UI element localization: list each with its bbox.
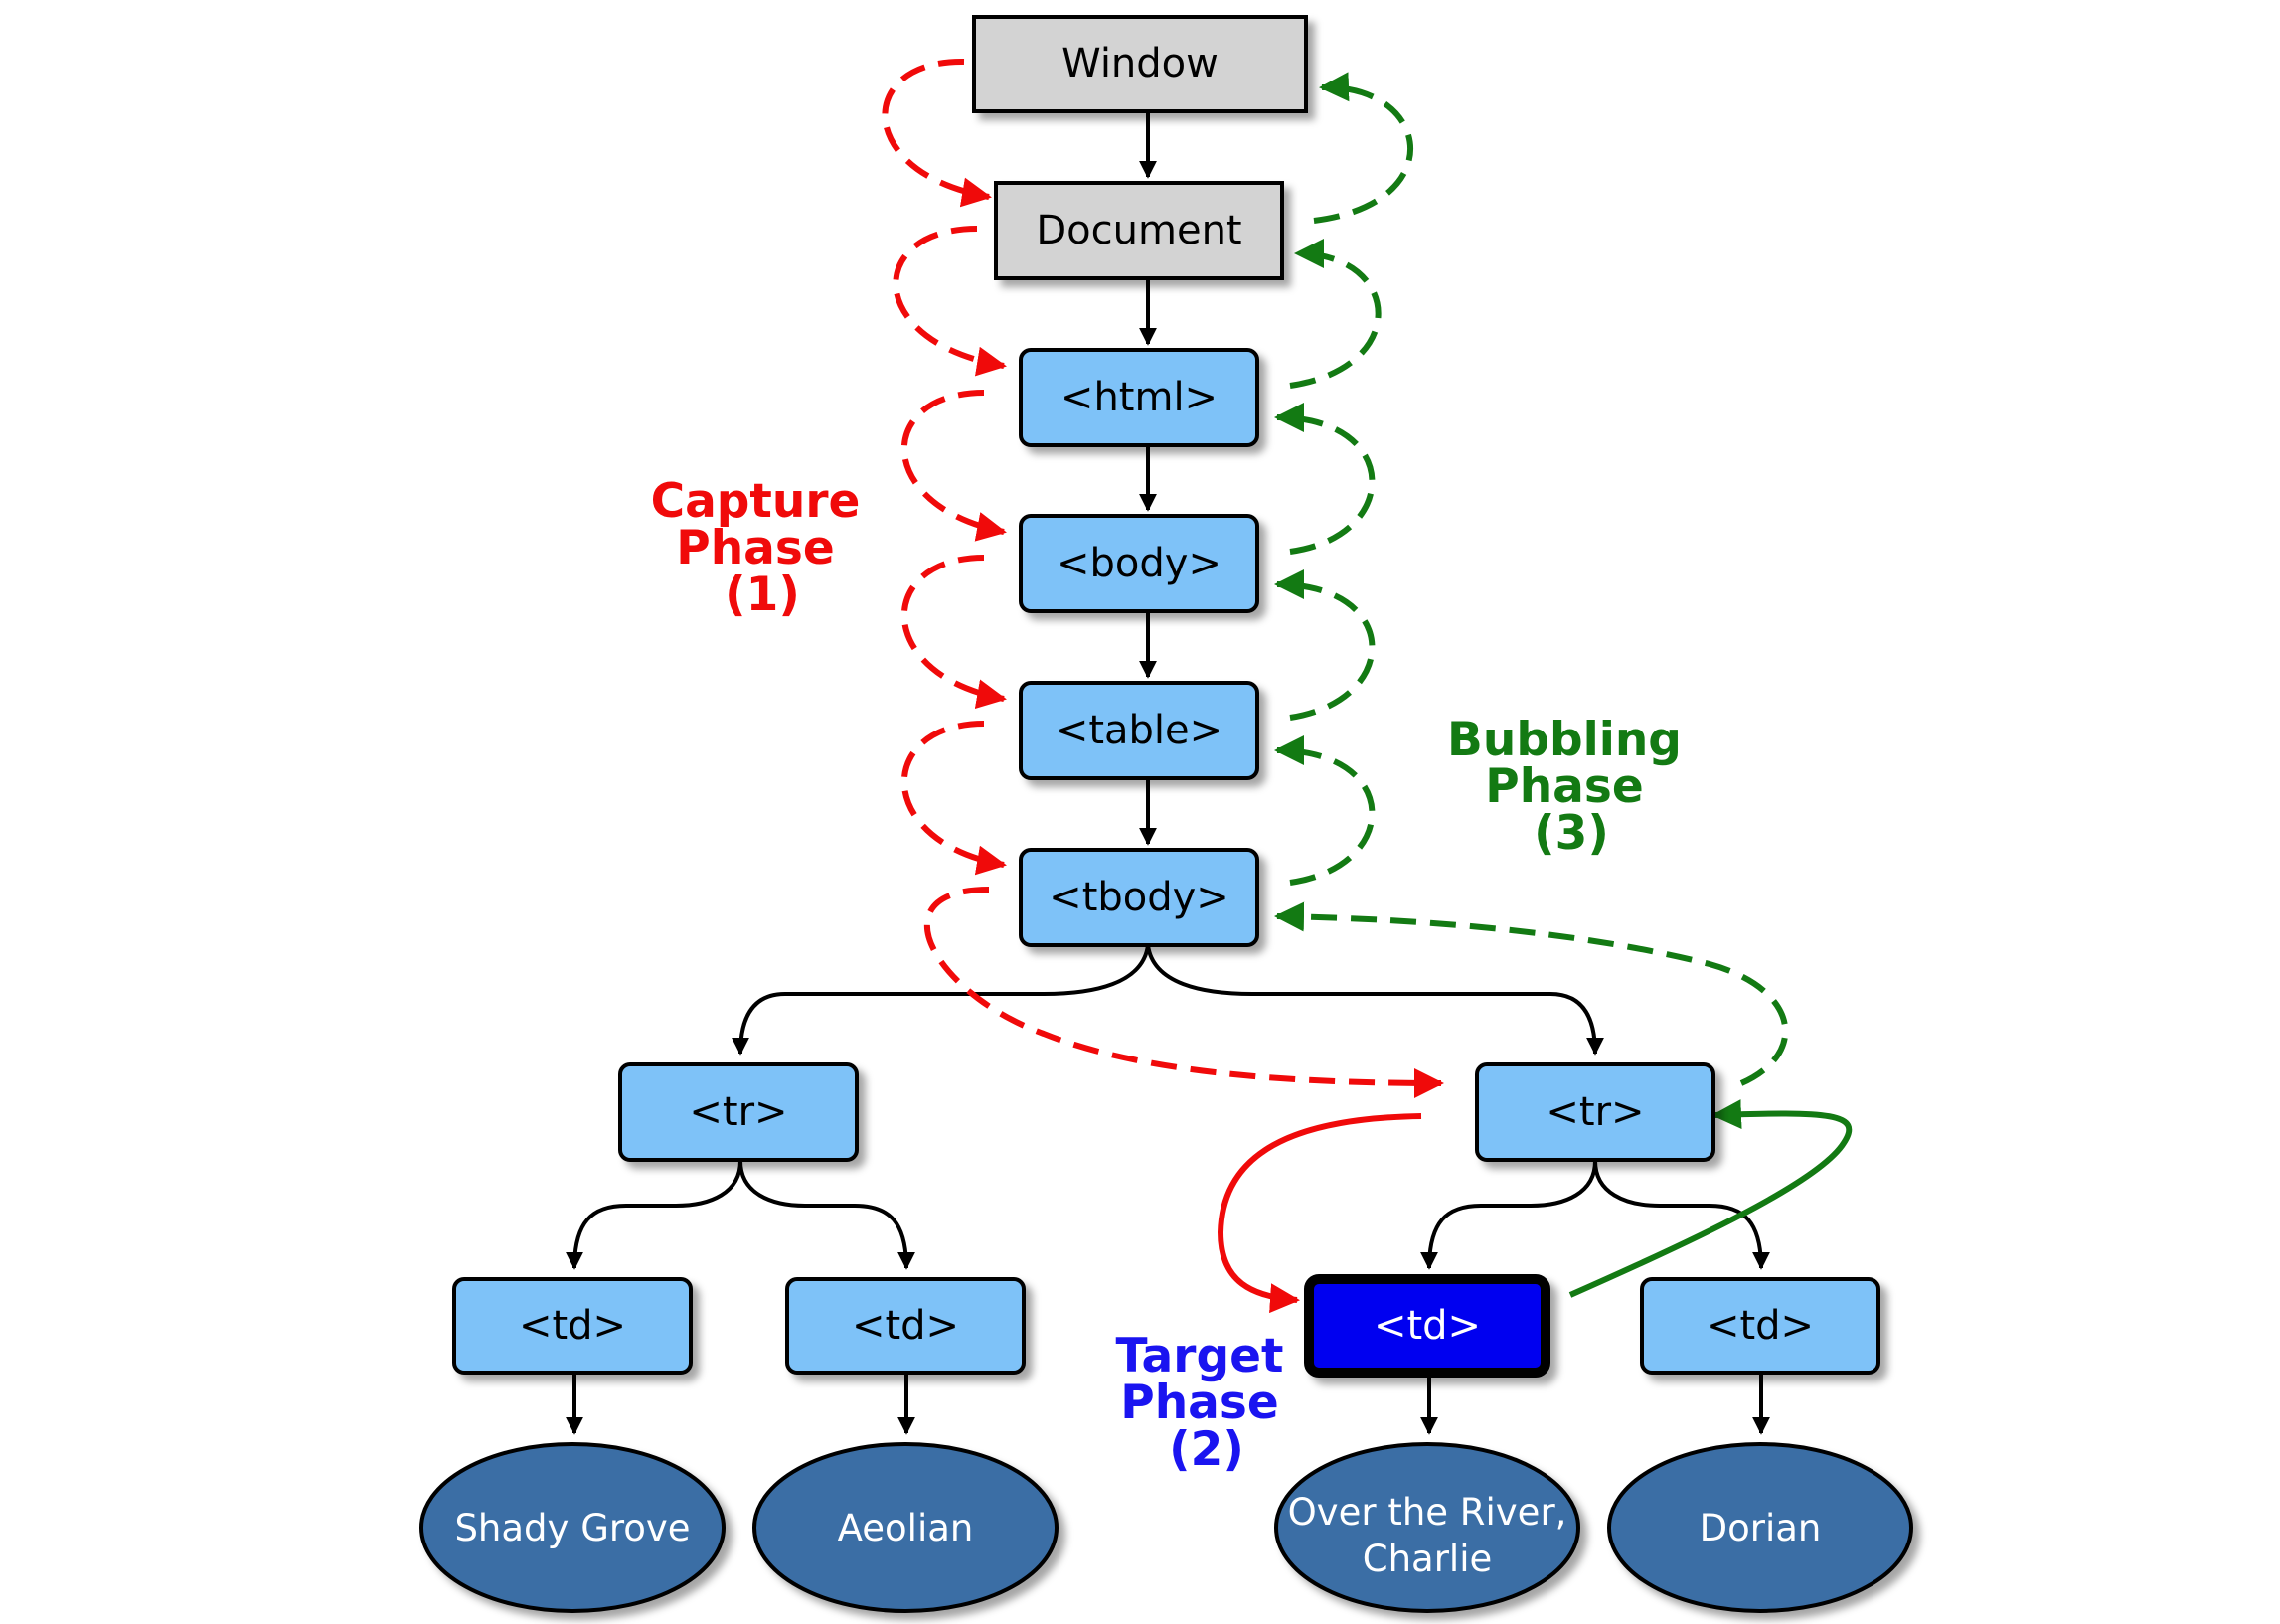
capture-phase-label: Capture Phase (1) <box>651 474 861 622</box>
leaf-2: Aeolian <box>752 1442 1059 1613</box>
bubble-arrow-tbody-table <box>1274 735 1376 886</box>
node-tbody-label: <tbody> <box>1049 875 1229 920</box>
bubbling-phase-label: Bubbling Phase (3) <box>1447 713 1682 861</box>
node-table: <table> <box>1019 681 1259 780</box>
capture-arrow-table-tbody <box>901 721 1007 876</box>
edge-tbody-tr-left <box>732 944 1150 1056</box>
leaf-4-label: Dorian <box>1700 1507 1822 1549</box>
edge-tr-left-td-1 <box>566 1160 742 1270</box>
leaf-1: Shady Grove <box>419 1442 726 1613</box>
node-html-label: <html> <box>1060 375 1218 420</box>
node-body: <body> <box>1019 514 1259 613</box>
capture-arrow-tr-td <box>1217 1113 1422 1314</box>
bubbling-phase-line-2: Phase <box>1485 759 1643 814</box>
target-phase-line-2: Phase <box>1120 1376 1278 1430</box>
capture-arrow-window-document <box>882 58 992 208</box>
bubbling-phase-line-1: Bubbling <box>1447 713 1682 767</box>
bubble-arrow-tr-tbody <box>1274 901 1789 1086</box>
capture-arrow-html-body <box>900 390 1007 542</box>
bubble-arrow-table-body <box>1274 569 1376 721</box>
edge-tr-left-td-2 <box>738 1160 915 1270</box>
bubble-arrow-td-tr <box>1568 1099 1853 1298</box>
node-table-label: <table> <box>1056 708 1222 753</box>
node-window: Window <box>972 15 1308 113</box>
node-td-4: <td> <box>1640 1277 1880 1375</box>
bubbling-phase-line-3: (3) <box>1534 806 1609 861</box>
node-tr-right-label: <tr> <box>1546 1089 1644 1135</box>
bubble-arrow-document-window <box>1313 72 1413 224</box>
leaf-3-label-line-1: Over the River, <box>1288 1491 1567 1534</box>
node-document-label: Document <box>1036 208 1241 253</box>
bubble-arrow-html-document <box>1289 239 1382 389</box>
bubbling-arrows <box>1274 72 1789 1086</box>
target-phase-label: Target Phase (2) <box>1116 1329 1284 1477</box>
node-window-label: Window <box>1061 41 1219 86</box>
node-body-label: <body> <box>1057 541 1221 586</box>
capture-phase-line-2: Phase <box>676 521 834 575</box>
node-td-4-label: <td> <box>1707 1303 1814 1349</box>
node-document: Document <box>994 181 1284 280</box>
node-td-1: <td> <box>452 1277 693 1375</box>
leaf-1-label: Shady Grove <box>454 1507 690 1549</box>
bubble-arrow-body-html <box>1274 403 1376 555</box>
edge-tr-right-td-4 <box>1593 1160 1770 1270</box>
node-td-2-label: <td> <box>852 1303 959 1349</box>
node-tr-left: <tr> <box>618 1062 859 1162</box>
capture-arrow-document-html <box>893 226 1007 377</box>
capture-arrow-tbody-tr <box>923 887 1444 1098</box>
node-tr-right: <tr> <box>1475 1062 1715 1162</box>
bubble-arrow-target-group <box>1568 1099 1853 1298</box>
target-phase-line-3: (2) <box>1169 1422 1244 1477</box>
capture-phase-line-1: Capture <box>651 474 861 529</box>
capture-arrows <box>882 58 1444 1098</box>
node-html: <html> <box>1019 348 1259 447</box>
node-tr-left-label: <tr> <box>689 1089 787 1135</box>
node-td-2: <td> <box>785 1277 1026 1375</box>
node-td-target-label: <td> <box>1374 1303 1481 1349</box>
capture-arrow-body-table <box>901 555 1007 710</box>
node-tbody: <tbody> <box>1019 848 1259 947</box>
edge-tr-right-td-target <box>1420 1160 1597 1270</box>
capture-arrow-target-group <box>1217 1113 1422 1314</box>
target-phase-line-1: Target <box>1116 1329 1284 1383</box>
leaf-2-label: Aeolian <box>838 1507 974 1549</box>
edge-tbody-tr-right <box>1146 944 1604 1056</box>
node-td-1-label: <td> <box>519 1303 626 1349</box>
tree-connectors <box>566 111 1770 1435</box>
capture-phase-line-3: (1) <box>725 568 800 622</box>
leaf-3: Over the River, Charlie <box>1274 1442 1580 1613</box>
leaf-3-label-line-2: Charlie <box>1363 1538 1493 1580</box>
leaf-4: Dorian <box>1607 1442 1913 1613</box>
node-td-target: <td> <box>1304 1274 1550 1378</box>
